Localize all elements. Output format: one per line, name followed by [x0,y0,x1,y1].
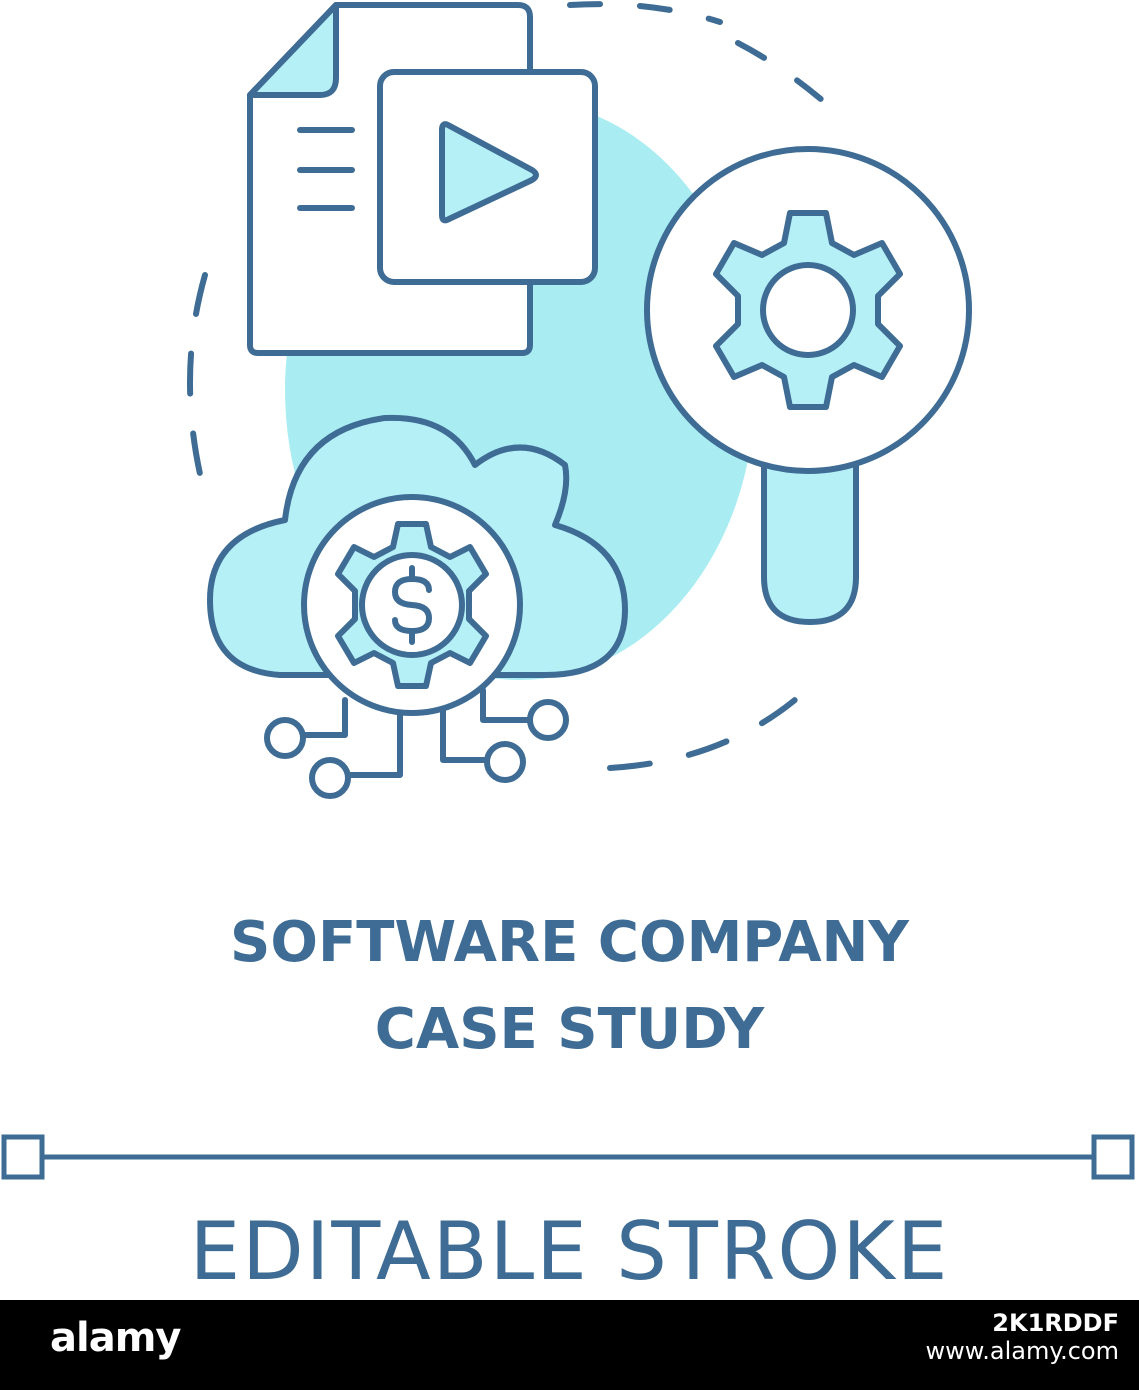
dollar-gear-icon [335,521,489,689]
image-code: 2K1RDDF [992,1309,1119,1337]
editable-stroke-caption: EDITABLE STROKE [189,1205,950,1298]
title-line-2: CASE STUDY [374,997,765,1062]
stroke-handle-left [1,1134,45,1180]
gear-icon [713,210,903,410]
footer-image-info: 2K1RDDF www.alamy.com [926,1310,1119,1368]
video-play-icon [377,69,598,285]
cloud-dollar-gear-icon [207,414,628,799]
dollar-icon [392,565,432,645]
dashed-orbit [187,1,848,771]
footer-bar: alamy 2K1RDDF www.alamy.com [0,1300,1139,1390]
title-line-1: SOFTWARE COMPANY [230,910,909,975]
site-link[interactable]: www.alamy.com [925,1337,1119,1366]
illustration [187,1,972,799]
magnifier-gear-icon [644,146,972,625]
stroke-handle-right [1091,1134,1135,1180]
alamy-logo: alamy [50,1315,181,1361]
stroke-indicator [1,1134,1135,1180]
